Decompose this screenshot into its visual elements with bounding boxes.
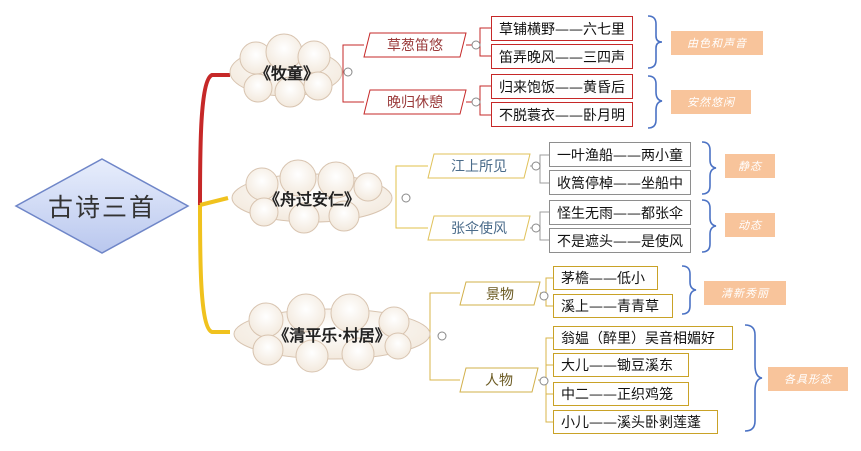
sub-shape xyxy=(427,153,531,179)
summary-tag: 安然悠闲 xyxy=(671,90,751,114)
verse-line: 笛弄晚风——三四声 xyxy=(491,44,633,69)
verse-line: 茅檐——低小 xyxy=(553,266,658,290)
branch-lines-2 xyxy=(395,165,428,229)
verse-line: 溪上——青青草 xyxy=(553,294,673,318)
poem-title-1: 《牧童》 xyxy=(254,64,319,83)
poem-title-2: 《舟过安仁》 xyxy=(263,190,360,209)
trunk-line-zhouguo xyxy=(199,196,229,207)
subtopic-label: 草葱笛悠 xyxy=(387,38,443,54)
collapse-toggle xyxy=(437,331,447,341)
brace-lines xyxy=(647,15,763,432)
trunk-line-qingpingle xyxy=(198,204,230,334)
collapse-toggle xyxy=(531,161,541,171)
trunk-line-muton xyxy=(198,73,230,206)
subtopic-label: 江上所见 xyxy=(451,159,507,175)
collapse-toggle xyxy=(531,223,541,233)
collapse-toggle xyxy=(539,291,549,301)
root-diamond xyxy=(14,158,190,254)
verse-line: 翁媪（醉里）吴音相媚好 xyxy=(553,326,733,350)
sub-shape xyxy=(427,215,531,241)
sub-shape xyxy=(459,367,539,393)
verse-line: 大儿——锄豆溪东 xyxy=(553,353,689,377)
summary-tag: 各具形态 xyxy=(768,367,848,391)
collapse-toggle xyxy=(471,97,481,107)
verse-line: 一叶渔船——两小童 xyxy=(549,142,691,167)
verse-line: 不是遮头——是使风 xyxy=(549,228,691,253)
collapse-toggle xyxy=(471,40,481,50)
poem-title-3: 《清平乐·村居》 xyxy=(273,326,391,345)
subtopic-label: 晚归休憩 xyxy=(387,95,443,111)
verse-line: 草铺横野——六七里 xyxy=(491,16,633,41)
subtopic-label: 景物 xyxy=(486,286,514,303)
subtopic-label: 人物 xyxy=(485,373,513,389)
summary-tag: 动态 xyxy=(725,213,775,237)
summary-tag: 清新秀丽 xyxy=(704,281,786,305)
summary-tag: 静态 xyxy=(725,154,775,178)
sub-shape xyxy=(363,89,467,115)
subtopic-label: 张伞使风 xyxy=(451,221,507,237)
cloud-shape-muton xyxy=(229,33,343,108)
sub-shape xyxy=(363,32,467,58)
verse-line: 不脱蓑衣——卧月明 xyxy=(491,102,633,127)
verse-line: 中二——正织鸡笼 xyxy=(553,382,689,406)
cloud-shape-qingpingle xyxy=(233,293,431,373)
verse-line: 收篙停棹——坐船中 xyxy=(549,170,691,195)
verse-line: 小儿——溪头卧剥莲蓬 xyxy=(553,410,718,434)
verse-line: 归来饱饭——黄昏后 xyxy=(491,74,633,99)
collapse-toggle xyxy=(401,193,411,203)
sub-shape xyxy=(459,281,541,306)
verse-line: 怪生无雨——都张伞 xyxy=(549,200,691,225)
summary-tag: 由色和声音 xyxy=(671,31,763,55)
collapse-toggle xyxy=(539,376,549,386)
collapse-toggle xyxy=(343,67,353,77)
root-topic: 古诗三首 xyxy=(47,193,156,222)
cloud-shape-zhouguo xyxy=(231,159,393,234)
